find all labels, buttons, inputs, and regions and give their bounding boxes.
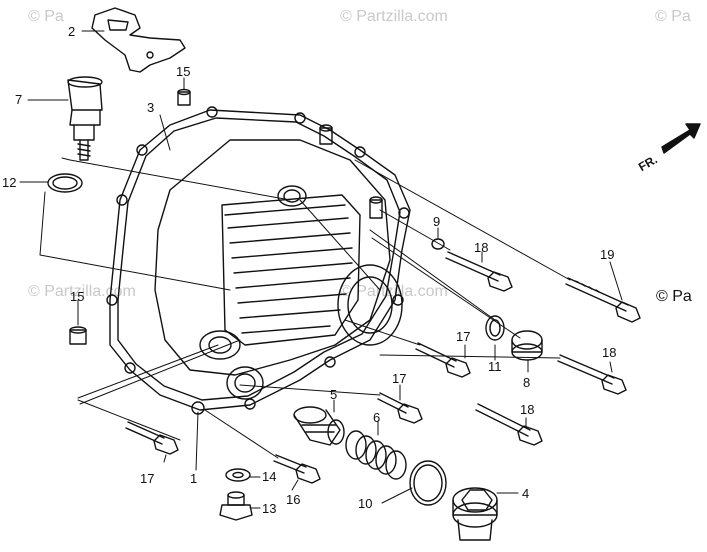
bolt-16 [273, 454, 321, 484]
callout-4: 4 [522, 486, 530, 501]
callout-5: 5 [330, 387, 338, 402]
oil-strainer-5 [293, 406, 345, 446]
callout-7: 7 [15, 92, 23, 107]
callout-6: 6 [373, 410, 381, 425]
watermark-top-right: © Pa [655, 8, 691, 25]
callout-18-low: 18 [520, 402, 535, 417]
bolt-19 [565, 277, 641, 323]
drain-bolt-13 [219, 491, 253, 521]
callout-17-low: 17 [392, 371, 407, 386]
callout-10: 10 [358, 496, 373, 511]
callout-12: 12 [2, 175, 17, 190]
callout-17-left: 17 [140, 471, 155, 486]
bolt-18-top [445, 251, 513, 292]
callout-14: 14 [262, 469, 277, 484]
bolt-17-low-right [377, 392, 423, 424]
callout-17-mid: 17 [456, 329, 471, 344]
o-ring-11 [485, 315, 505, 341]
bolt-17-mid [415, 342, 471, 378]
callout-3: 3 [147, 100, 155, 115]
callout-13: 13 [262, 501, 277, 516]
callout-19: 19 [600, 247, 615, 262]
bracket-part [91, 7, 186, 73]
washer-9 [431, 238, 445, 250]
leader-lines [19, 30, 623, 509]
callout-15-upper: 15 [176, 64, 191, 79]
watermark-top-center: © Partzilla.com [340, 8, 448, 25]
callout-1: 1 [190, 471, 198, 486]
washer-14 [225, 468, 251, 482]
drain-cap-4 [452, 487, 498, 541]
copyright-right: © Pa [656, 288, 692, 305]
callout-15-lower: 15 [70, 289, 85, 304]
bolt-18-mid [557, 354, 627, 395]
bolt-17-left [125, 421, 179, 455]
dowel-pin-lower [69, 326, 87, 345]
watermark-mid-center: © Partzilla.com [340, 283, 448, 300]
callout-2: 2 [68, 24, 76, 39]
bolt-18-low [475, 403, 543, 446]
o-ring-12 [47, 173, 83, 193]
watermark-top-left: © Pa [28, 8, 64, 25]
crankcase-cover [106, 106, 411, 415]
spring-6 [345, 430, 407, 480]
callout-18-top: 18 [474, 240, 489, 255]
callout-11: 11 [488, 359, 502, 374]
callout-8: 8 [523, 375, 531, 390]
callout-9: 9 [433, 214, 441, 229]
o-ring-10 [409, 460, 447, 506]
plug-8 [511, 330, 543, 361]
dowel-pin-upper [177, 88, 191, 106]
oil-filler-cap [67, 76, 103, 161]
callout-18-mid: 18 [602, 345, 617, 360]
callout-16: 16 [286, 492, 301, 507]
front-direction-arrow [661, 123, 701, 154]
